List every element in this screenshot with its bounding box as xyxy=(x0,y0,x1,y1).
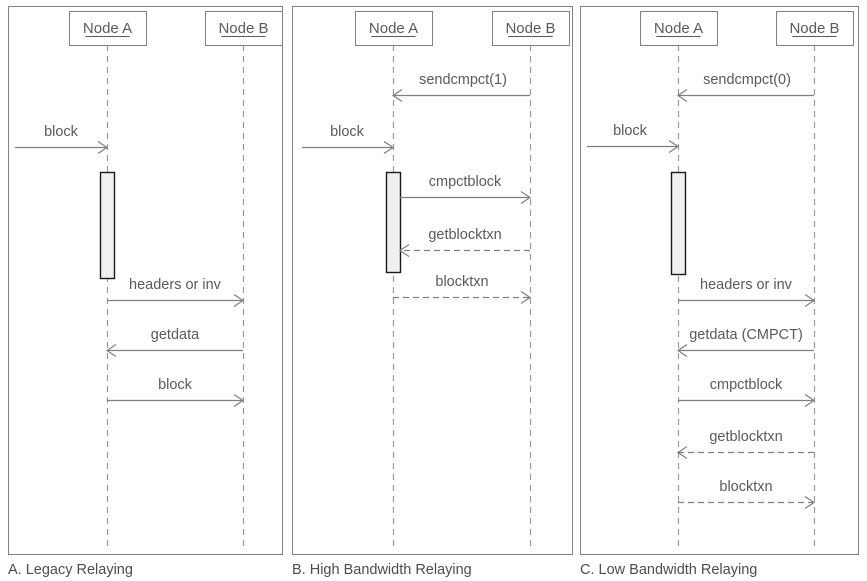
participant-label-node-b: Node B xyxy=(218,20,268,37)
participant-label-node-a: Node A xyxy=(369,20,418,37)
message-label-1: block xyxy=(330,124,365,140)
participant-box-node-a[interactable] xyxy=(640,11,718,46)
message-arrowhead-4 xyxy=(804,394,816,407)
activation-bar-node-a xyxy=(385,171,402,274)
message-label-2: cmpctblock xyxy=(429,174,502,190)
message-label-3: getblocktxn xyxy=(428,227,501,243)
panel-caption-panel-c: C. Low Bandwidth Relaying xyxy=(580,562,758,578)
panel-frame xyxy=(8,6,283,555)
message-arrowhead-2 xyxy=(105,344,117,357)
message-label-1: block xyxy=(613,123,648,139)
message-label-2: getdata xyxy=(151,327,200,343)
message-arrowhead-5 xyxy=(676,446,688,459)
message-label-3: getdata (CMPCT) xyxy=(689,327,803,343)
message-label-3: block xyxy=(158,377,193,393)
panel-a: Node A Node B block headers or inv getdata bl… xyxy=(8,6,283,555)
message-label-5: getblocktxn xyxy=(709,429,782,445)
message-label-0: sendcmpct(0) xyxy=(703,72,791,88)
participant-box-node-b[interactable] xyxy=(205,11,283,46)
message-arrowhead-2 xyxy=(804,294,816,307)
message-label-2: headers or inv xyxy=(700,277,793,293)
participant-label-node-a: Node A xyxy=(83,20,132,37)
message-arrowhead-1 xyxy=(668,140,680,153)
panel-b: Node A Node B sendcmpct(1) block cmpctblock g… xyxy=(292,6,573,555)
message-arrowhead-6 xyxy=(804,496,816,509)
panel-frame xyxy=(292,6,573,555)
message-label-1: headers or inv xyxy=(129,277,222,293)
message-arrowhead-1 xyxy=(383,141,395,154)
message-label-0: block xyxy=(44,124,79,140)
panel-frame xyxy=(580,6,859,555)
participant-box-node-a[interactable] xyxy=(355,11,433,46)
message-arrowhead-3 xyxy=(233,394,245,407)
participant-label-node-b: Node B xyxy=(789,20,839,37)
message-arrowhead-4 xyxy=(520,291,532,304)
panel-caption-panel-a: A. Legacy Relaying xyxy=(8,562,133,578)
panel-caption-panel-b: B. High Bandwidth Relaying xyxy=(292,562,472,578)
message-arrowhead-2 xyxy=(520,191,532,204)
participant-box-node-b[interactable] xyxy=(492,11,570,46)
participant-box-node-b[interactable] xyxy=(776,11,854,46)
activation-bar-node-a xyxy=(99,171,116,280)
message-label-4: cmpctblock xyxy=(710,377,783,393)
message-arrowhead-1 xyxy=(233,294,245,307)
message-label-0: sendcmpct(1) xyxy=(419,72,507,88)
participant-label-node-a: Node A xyxy=(654,20,703,37)
message-arrowhead-0 xyxy=(97,141,109,154)
participant-label-node-b: Node B xyxy=(505,20,555,37)
message-arrowhead-0 xyxy=(391,89,403,102)
participant-box-node-a[interactable] xyxy=(69,11,147,46)
message-arrowhead-3 xyxy=(676,344,688,357)
message-label-6: blocktxn xyxy=(719,479,772,495)
activation-bar-node-a xyxy=(670,171,687,276)
message-label-4: blocktxn xyxy=(435,274,488,290)
panel-c: Node A Node B sendcmpct(0) block headers or … xyxy=(580,6,859,555)
message-arrowhead-3 xyxy=(398,244,410,257)
message-arrowhead-0 xyxy=(676,89,688,102)
